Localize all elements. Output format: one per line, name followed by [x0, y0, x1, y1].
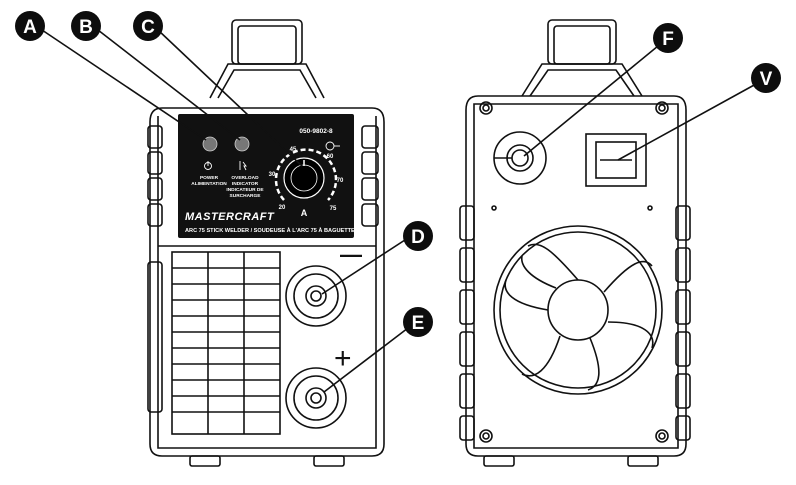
positive-terminal	[285, 367, 347, 429]
power-switch[interactable]	[585, 133, 647, 187]
back-view	[459, 19, 691, 467]
callout-d-label: D	[411, 227, 425, 248]
power-cord-port	[493, 131, 547, 185]
dial-value-45: 45	[290, 147, 297, 153]
power-icon	[204, 161, 212, 170]
back-screws	[479, 101, 669, 443]
callout-f-label: F	[662, 29, 674, 50]
amperage-knob[interactable]	[283, 157, 325, 199]
callout-c-label: C	[141, 17, 155, 38]
front-vent-grille	[171, 251, 281, 435]
front-left-grips	[147, 125, 163, 413]
back-body-outline	[465, 95, 687, 457]
dial-value-70: 70	[337, 178, 344, 184]
model-line: ARC 75 STICK WELDER / SOUDEUSE À L'ARC 7…	[185, 227, 355, 234]
negative-symbol: —	[340, 242, 362, 267]
overload-label-3: INDICATEUR DE	[226, 187, 264, 193]
dial-scale-arc	[274, 148, 338, 201]
callout-d: D	[403, 221, 433, 251]
front-view	[147, 19, 385, 467]
front-right-grips	[361, 125, 379, 227]
callout-e-label: E	[412, 313, 425, 334]
callout-c: C	[133, 11, 163, 41]
front-body-outline	[149, 107, 385, 457]
callout-v-label: V	[760, 69, 773, 90]
callout-f: F	[653, 23, 683, 53]
dial-value-60: 60	[327, 154, 334, 160]
overload-light	[234, 136, 250, 152]
callout-b: B	[71, 11, 101, 41]
amp-unit: A	[301, 208, 308, 218]
control-panel	[178, 114, 354, 238]
positive-symbol: +	[334, 342, 352, 375]
part-number: 050-9802-8	[299, 128, 333, 135]
overload-icon	[239, 161, 247, 171]
overload-label-4: SURCHARGE	[230, 193, 262, 199]
overload-label-2: INDICATOR	[232, 181, 259, 187]
dial-value-20: 20	[279, 205, 286, 211]
overload-label-1: OVERLOAD	[231, 175, 259, 181]
front-handle	[209, 19, 325, 99]
callout-a: A	[15, 11, 45, 41]
brand-logo: MASTERCRAFT	[185, 211, 275, 223]
power-label-1: POWER	[200, 175, 219, 181]
output-current-icon	[325, 141, 340, 151]
dial-value-75: 75	[330, 206, 337, 212]
dial-value-30: 30	[269, 172, 276, 178]
callout-e: E	[403, 307, 433, 337]
callout-a-label: A	[23, 17, 37, 38]
power-light	[202, 136, 218, 152]
back-handle	[521, 19, 643, 97]
callout-v: V	[751, 63, 781, 93]
leader-lines	[41, 29, 757, 393]
cooling-fan	[493, 225, 663, 395]
negative-terminal	[285, 265, 347, 327]
callout-b-label: B	[79, 17, 93, 38]
power-label-2: ALIMENTATION	[191, 181, 227, 187]
back-left-vents	[459, 205, 475, 441]
back-right-vents	[675, 205, 691, 441]
